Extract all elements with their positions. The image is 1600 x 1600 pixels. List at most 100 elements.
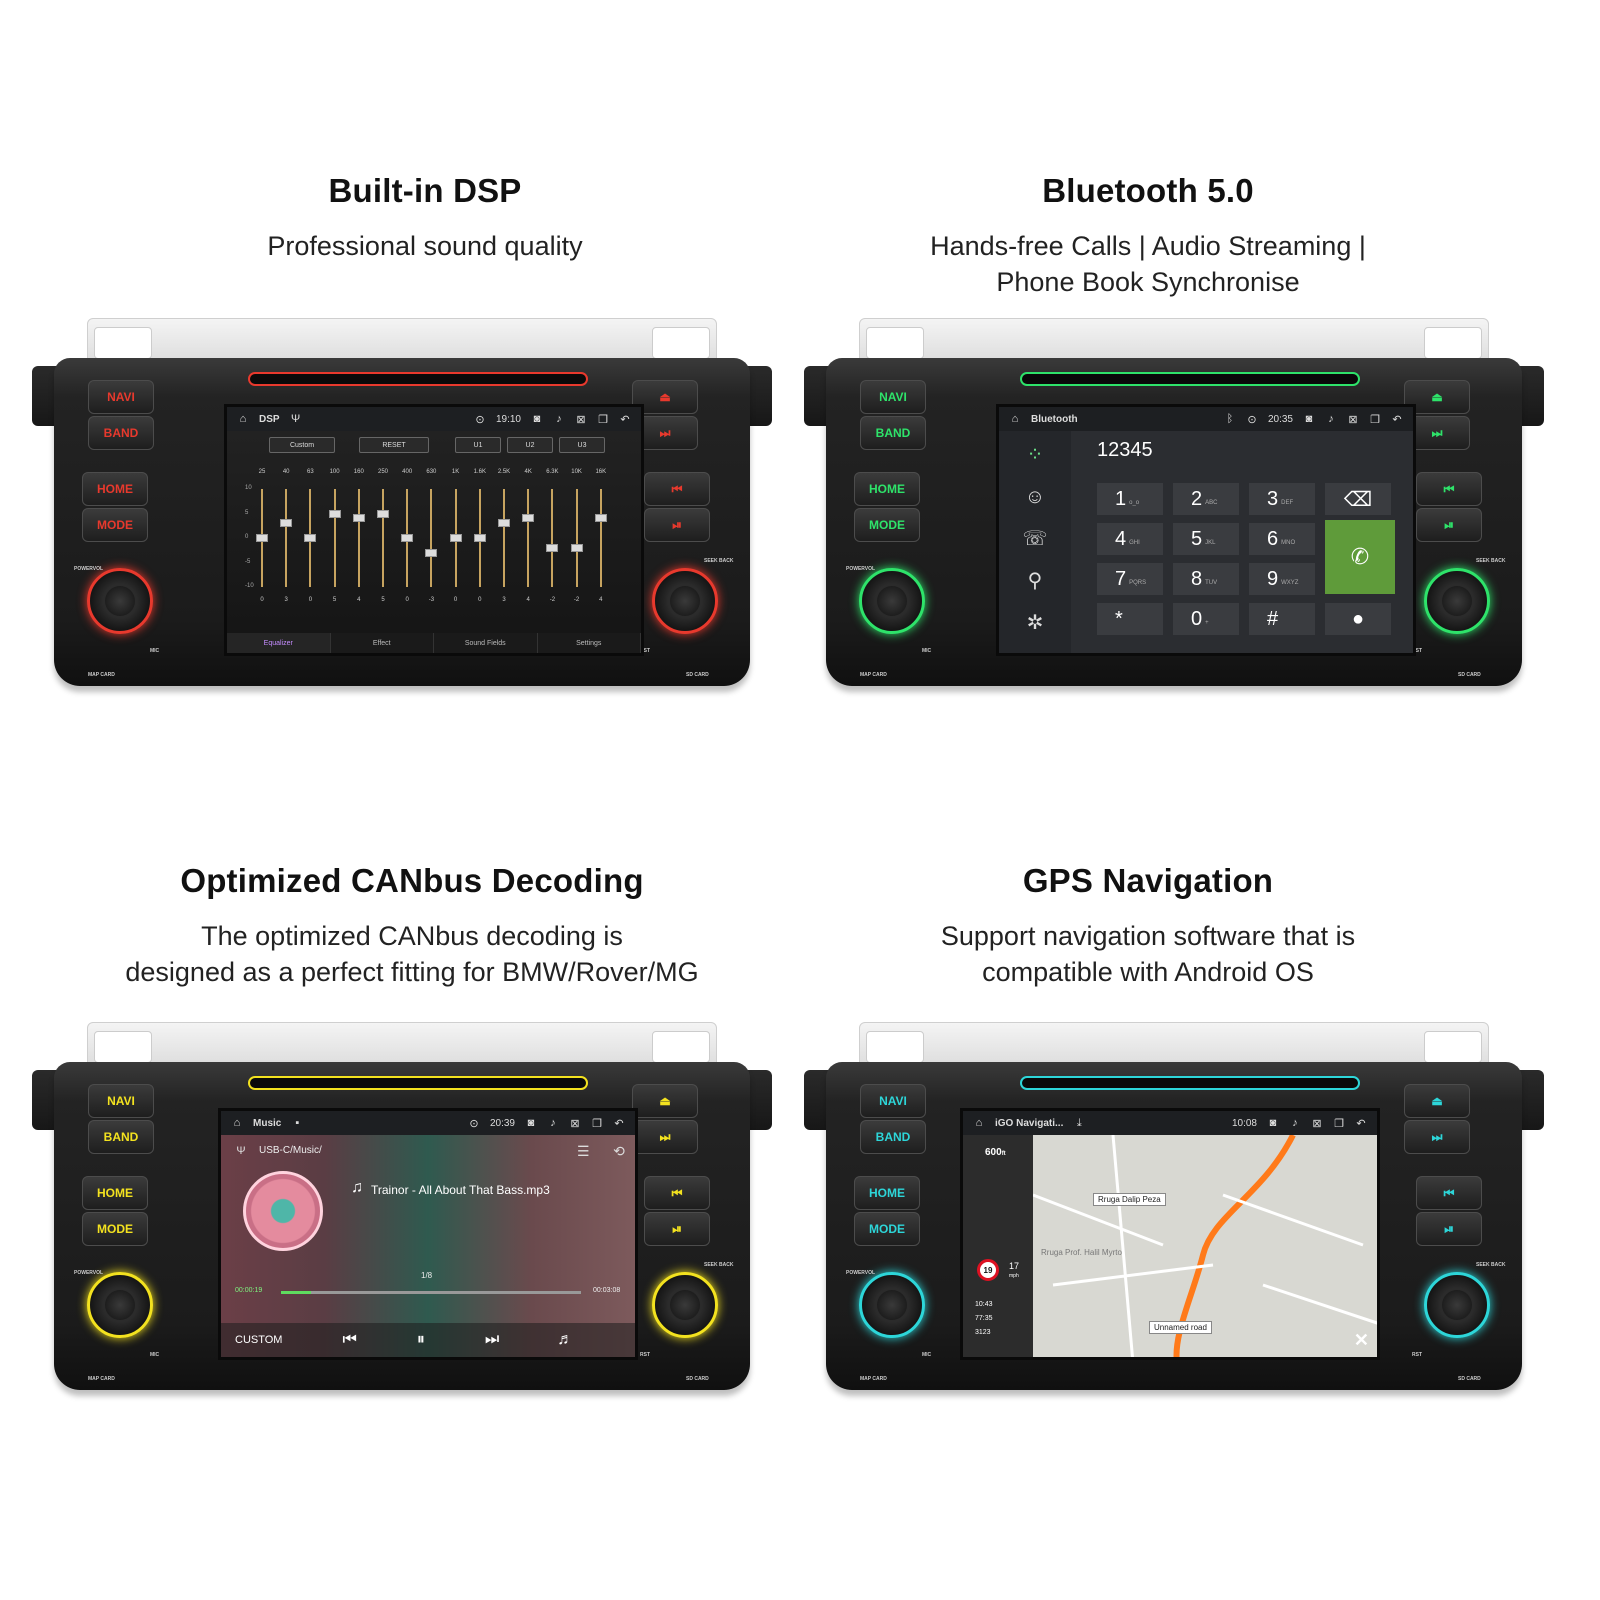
recent-apps-icon[interactable]: ❐ [598,413,608,426]
eq-slider-knob[interactable] [401,534,414,542]
volume-icon[interactable]: ♪ [556,413,562,425]
cd-slot[interactable] [248,1076,588,1090]
recent-apps-icon[interactable]: ❐ [1370,413,1380,426]
close-icon[interactable]: ✕ [1353,1330,1369,1350]
eq-slider-track[interactable] [503,489,505,587]
playpause-button[interactable]: ⏯ [1416,508,1482,542]
eq-slider-knob[interactable] [304,534,317,542]
close-app-icon[interactable]: ⊠ [570,1117,580,1130]
cd-slot[interactable] [248,372,588,386]
tab-settings[interactable]: Settings [538,633,641,653]
dialpad-key[interactable]: * [1097,603,1163,635]
home-icon[interactable]: ⌂ [239,413,247,425]
eq-slider-knob[interactable] [328,509,341,518]
eq-mode-label[interactable]: CUSTOM [235,1334,283,1346]
eq-slider-knob[interactable] [377,509,389,518]
volume-knob[interactable] [87,568,153,634]
cd-slot[interactable] [1020,372,1360,386]
recent-apps-icon[interactable]: ❐ [592,1117,602,1130]
volume-icon[interactable]: ♪ [1328,413,1334,425]
preset-select[interactable]: Custom [269,437,335,453]
eq-slider-track[interactable] [357,489,360,587]
band-button[interactable]: BAND [88,1120,154,1154]
eq-slider-knob[interactable] [498,519,510,528]
home-icon[interactable]: ⌂ [975,1117,983,1129]
eq-slider-knob[interactable] [473,534,486,542]
next-track-icon[interactable]: ⏭ [484,1331,500,1348]
eq-slider-knob[interactable] [425,548,438,557]
eq-slider-track[interactable] [575,489,578,587]
home-button[interactable]: HOME [82,1176,148,1210]
tab-sound-fields[interactable]: Sound Fields [434,633,538,653]
search-icon[interactable]: ⚲ [1027,570,1043,592]
playlist-menu-icon[interactable]: ♬ [557,1331,574,1348]
eq-slider-track[interactable] [285,489,288,587]
navi-button[interactable]: NAVI [88,380,154,414]
contacts-icon[interactable]: ☺ [1024,486,1046,508]
recent-apps-icon[interactable]: ❐ [1334,1117,1344,1130]
repeat-icon[interactable]: ⟲ [613,1143,625,1159]
playpause-button[interactable]: ⏯ [644,1212,710,1246]
eq-slider-knob[interactable] [522,514,535,523]
tab-effect[interactable]: Effect [331,633,434,653]
eq-slider-knob[interactable] [449,534,462,542]
dialpad-icon[interactable]: ⁘ [1026,444,1044,466]
call-log-icon[interactable]: ☏ [1022,528,1048,550]
camera-icon[interactable]: ◙ [527,1117,535,1129]
home-button[interactable]: HOME [82,472,148,506]
mode-button[interactable]: MODE [82,1212,148,1246]
call-key[interactable]: ✆ [1325,520,1395,594]
mode-button[interactable]: MODE [854,508,920,542]
close-app-icon[interactable]: ⊠ [1348,413,1358,426]
playpause-button[interactable]: ⏯ [1416,1212,1482,1246]
home-button[interactable]: HOME [854,472,920,506]
pause-icon[interactable]: ⏸ [416,1331,425,1348]
camera-icon[interactable]: ◙ [533,413,541,425]
seek-knob[interactable] [652,568,718,634]
back-icon[interactable]: ↶ [614,1117,624,1130]
camera-icon[interactable]: ◙ [1305,413,1313,425]
back-icon[interactable]: ↶ [620,413,630,426]
prev-button[interactable]: ⏮ [644,1176,710,1210]
close-app-icon[interactable]: ⊠ [576,413,586,426]
cd-slot[interactable] [1020,1076,1360,1090]
seek-knob[interactable] [652,1272,718,1338]
eq-slider-track[interactable] [527,489,530,587]
band-button[interactable]: BAND [860,1120,926,1154]
next-button[interactable]: ⏭ [1404,1120,1470,1154]
eq-slider-knob[interactable] [570,543,583,552]
back-icon[interactable]: ↶ [1356,1117,1366,1130]
eq-slider-knob[interactable] [594,514,607,523]
home-icon[interactable]: ⌂ [1011,413,1019,425]
eq-slider-knob[interactable] [280,519,293,528]
tab-equalizer[interactable]: Equalizer [227,633,331,653]
seek-knob[interactable] [1424,1272,1490,1338]
volume-icon[interactable]: ♪ [1292,1117,1298,1129]
user-preset-1[interactable]: U1 [455,437,501,453]
eq-slider-track[interactable] [382,489,384,587]
previous-track-icon[interactable]: ⏮ [342,1331,357,1348]
volume-knob[interactable] [87,1272,153,1338]
playpause-button[interactable]: ⏯ [644,508,710,542]
navi-button[interactable]: NAVI [860,380,926,414]
back-icon[interactable]: ↶ [1392,413,1402,426]
camera-icon[interactable]: ◙ [1269,1117,1277,1129]
user-preset-3[interactable]: U3 [559,437,605,453]
prev-button[interactable]: ⏮ [1416,1176,1482,1210]
reset-button[interactable]: RESET [359,437,429,453]
band-button[interactable]: BAND [860,416,926,450]
eq-slider-knob[interactable] [256,534,268,542]
mode-button[interactable]: MODE [854,1212,920,1246]
next-button[interactable]: ⏭ [632,1120,698,1154]
eq-slider-track[interactable] [333,489,336,587]
seek-knob[interactable] [1424,568,1490,634]
navi-button[interactable]: NAVI [860,1084,926,1118]
playlist-icon[interactable]: ☰ [577,1143,590,1159]
dialpad-key[interactable]: 0+ [1173,603,1239,635]
